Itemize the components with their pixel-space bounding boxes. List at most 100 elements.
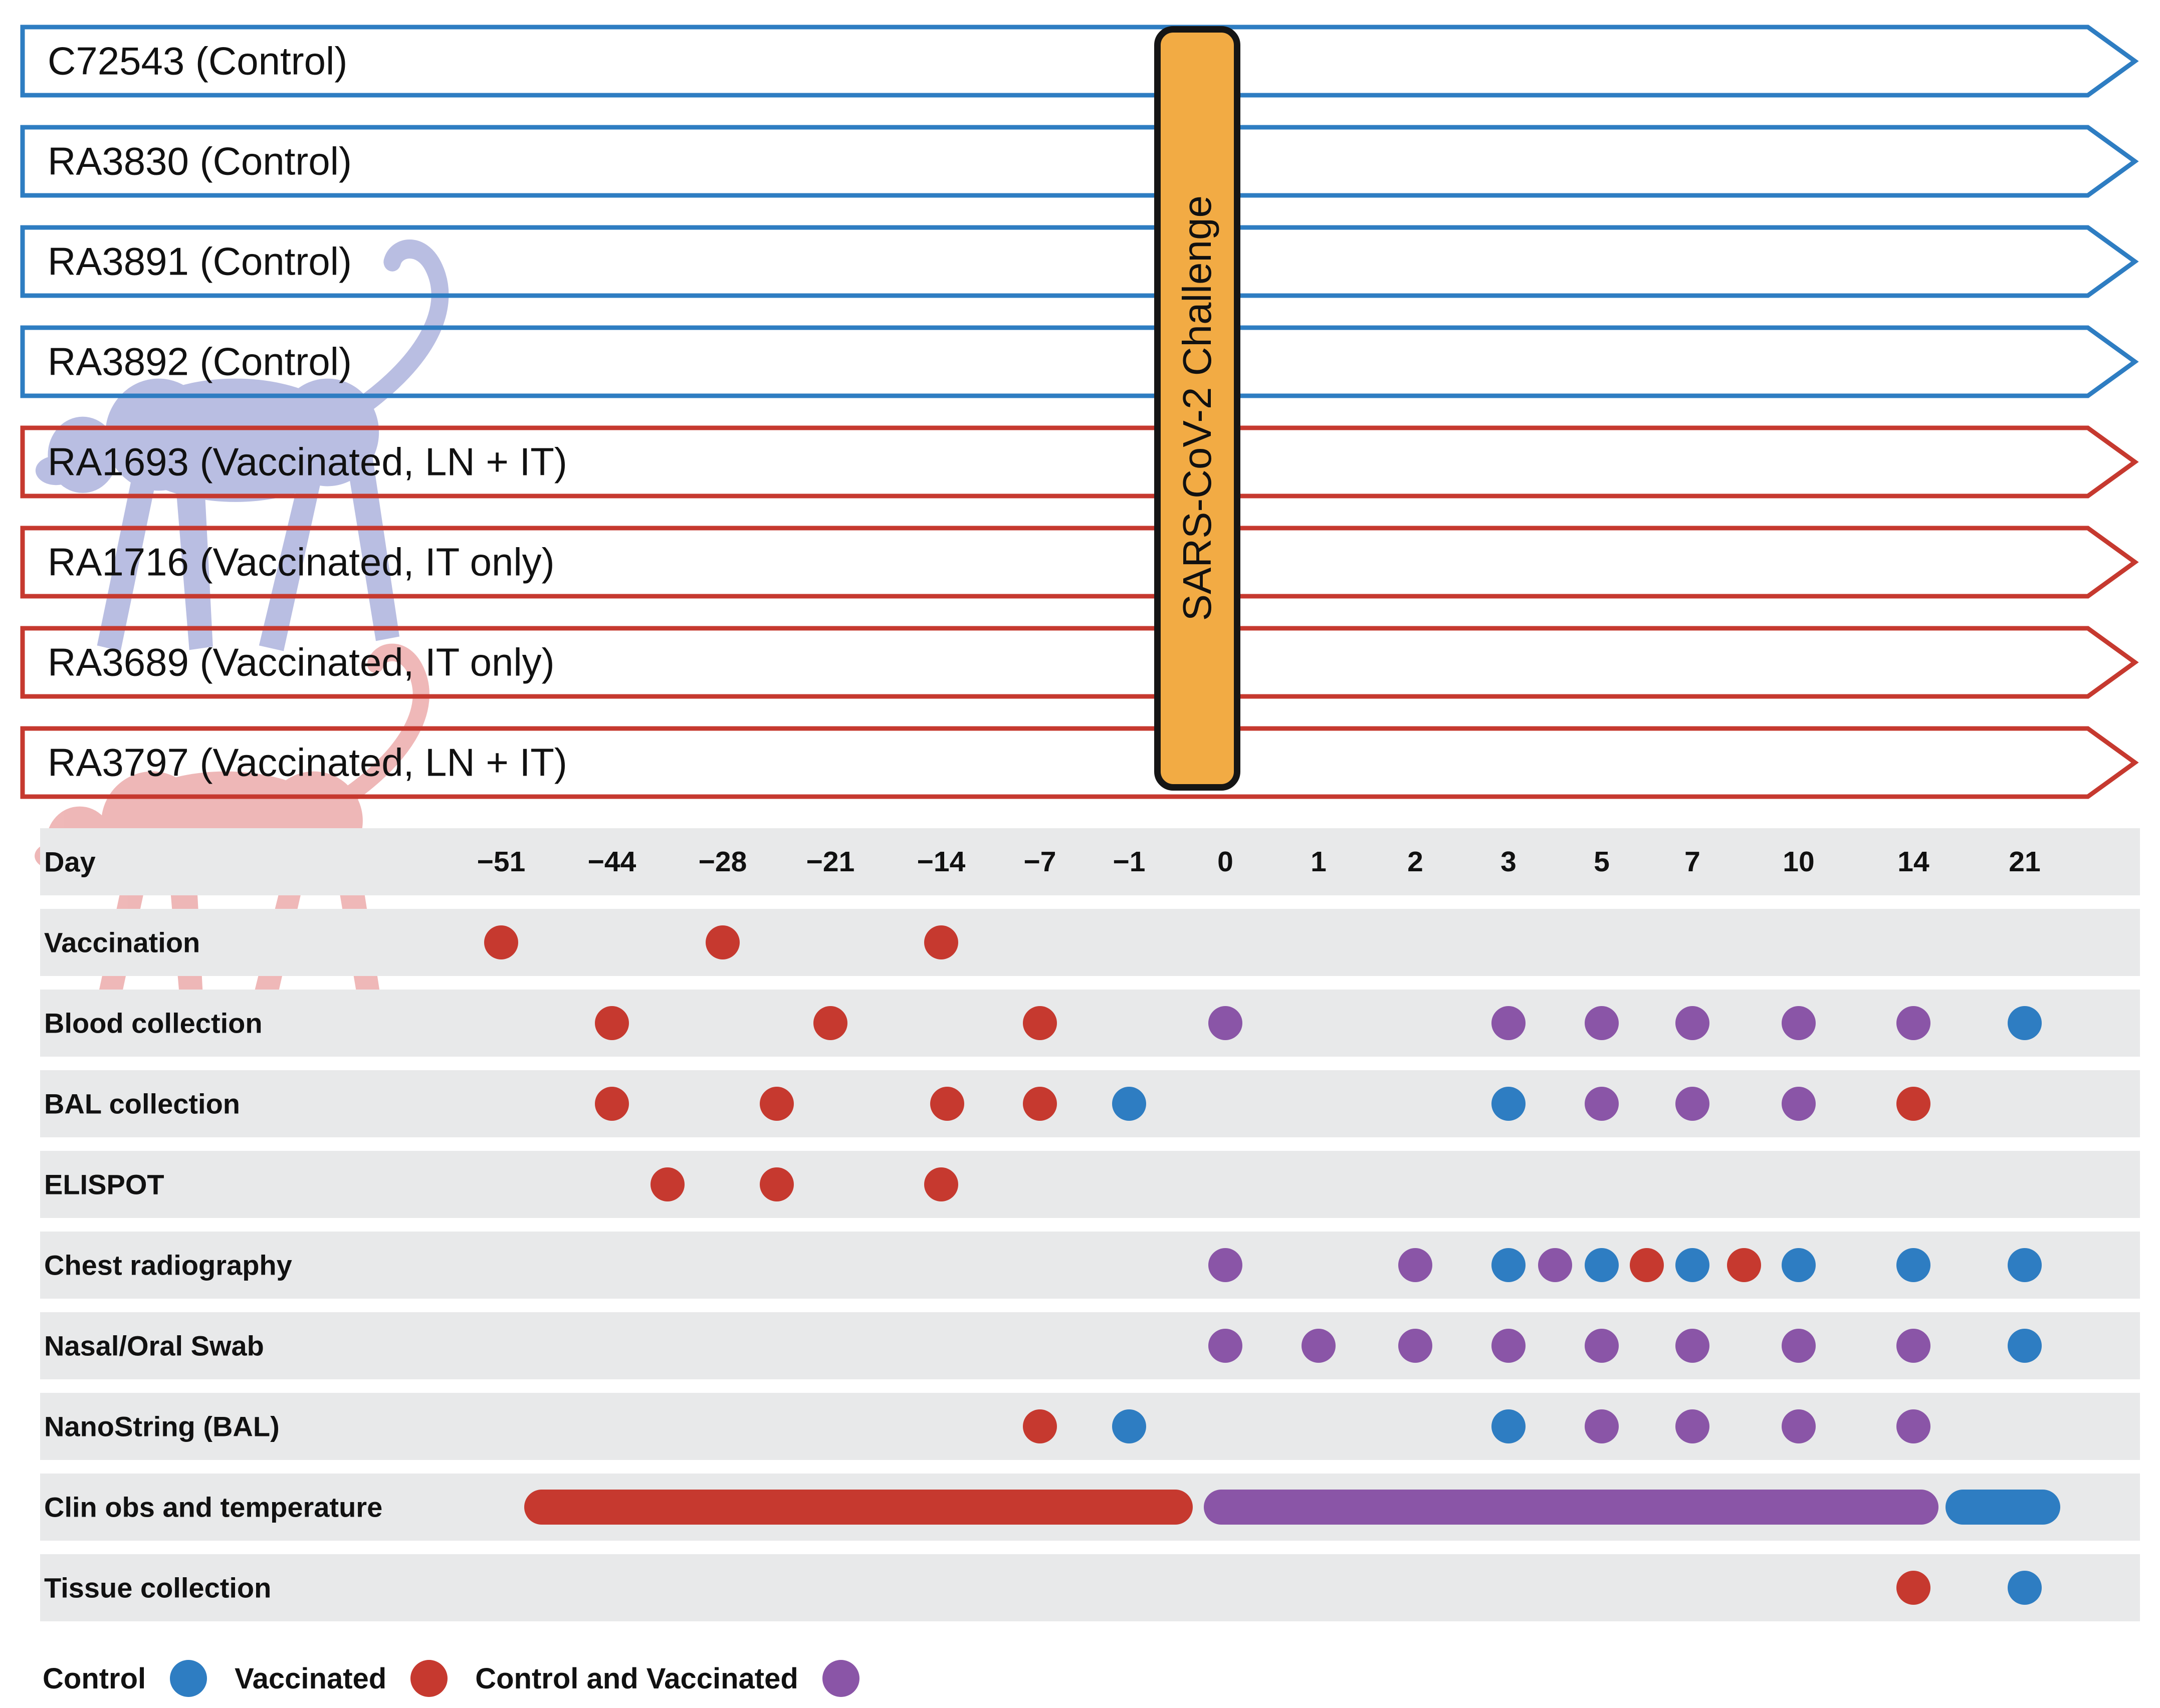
event-dot — [1675, 1329, 1709, 1363]
event-dot — [595, 1087, 629, 1121]
event-dot — [1398, 1248, 1432, 1282]
subject-arrow-list: C72543 (Control) RA3830 (Control) RA3891… — [20, 25, 2140, 799]
day-tick-label: −14 — [917, 846, 966, 878]
event-dot — [1585, 1329, 1619, 1363]
day-tick-label: 3 — [1500, 846, 1517, 878]
subject-id-label: RA1716 (Vaccinated, IT only) — [48, 540, 555, 584]
event-dot — [1208, 1248, 1242, 1282]
event-dot — [1896, 1571, 1930, 1605]
row-bal-collection: BAL collection — [40, 1070, 2140, 1137]
day-tick-label: 2 — [1407, 846, 1423, 878]
day-tick-label: 21 — [2009, 846, 2041, 878]
event-dot — [1491, 1087, 1526, 1121]
event-dot — [2008, 1329, 2042, 1363]
row-label: BAL collection — [44, 1088, 241, 1120]
legend-item: Control and Vaccinated — [475, 1660, 859, 1697]
event-dot — [1585, 1409, 1619, 1443]
event-dot — [1782, 1329, 1816, 1363]
arrow-shape — [20, 125, 2139, 198]
event-dot — [1896, 1006, 1930, 1040]
row-vaccination: Vaccination — [40, 909, 2140, 976]
day-tick-label: −21 — [806, 846, 855, 878]
event-dot — [1112, 1087, 1146, 1121]
continuous-monitoring-bar — [524, 1490, 1193, 1525]
event-dot — [1896, 1248, 1930, 1282]
event-dot — [1302, 1329, 1336, 1363]
arrow-shape — [20, 726, 2139, 799]
subject-id-label: RA3830 (Control) — [48, 139, 352, 183]
event-dot — [1782, 1006, 1816, 1040]
day-tick-label: 10 — [1783, 846, 1815, 878]
subject-id-label: RA3891 (Control) — [48, 239, 352, 284]
row-label: Vaccination — [44, 926, 200, 958]
event-dot — [484, 925, 518, 959]
event-dot — [1782, 1248, 1816, 1282]
subject-timeline-arrow: RA3892 (Control) — [20, 325, 2140, 398]
row-chest-radiography: Chest radiography — [40, 1232, 2140, 1299]
row-nanostring-bal: NanoString (BAL) — [40, 1393, 2140, 1460]
subject-timeline-arrow: RA1716 (Vaccinated, IT only) — [20, 526, 2140, 599]
arrow-shape — [20, 225, 2139, 298]
day-tick-label: 1 — [1311, 846, 1327, 878]
event-dot — [1782, 1087, 1816, 1121]
row-clin-obs-temperature: Clin obs and temperature — [40, 1474, 2140, 1541]
event-dot — [1727, 1248, 1761, 1282]
event-dot — [651, 1167, 685, 1201]
row-label: Clin obs and temperature — [44, 1491, 383, 1523]
arrow-shape — [20, 526, 2139, 599]
day-tick-label: 7 — [1684, 846, 1700, 878]
legend-label: Vaccinated — [235, 1662, 387, 1695]
event-dot — [1675, 1409, 1709, 1443]
row-label: Blood collection — [44, 1007, 263, 1039]
row-elispot: ELISPOT — [40, 1151, 2140, 1218]
event-dot — [1675, 1248, 1709, 1282]
event-dot — [1630, 1248, 1664, 1282]
subject-id-label: C72543 (Control) — [48, 39, 348, 83]
event-dot — [595, 1006, 629, 1040]
legend-label: Control and Vaccinated — [475, 1662, 798, 1695]
event-dot — [1208, 1006, 1242, 1040]
day-tick-label: −7 — [1023, 846, 1056, 878]
day-tick-label: −44 — [587, 846, 636, 878]
day-tick-label: −51 — [477, 846, 526, 878]
legend-dot — [822, 1660, 859, 1697]
row-label: ELISPOT — [44, 1168, 164, 1200]
event-dot — [1023, 1006, 1057, 1040]
event-dot — [1208, 1329, 1242, 1363]
event-dot — [760, 1167, 794, 1201]
event-dot — [1896, 1409, 1930, 1443]
event-dot — [1585, 1248, 1619, 1282]
event-dot — [1491, 1006, 1526, 1040]
arrow-shape — [20, 325, 2139, 398]
arrow-shape — [20, 626, 2139, 699]
event-dot — [1491, 1329, 1526, 1363]
sars-cov-2-challenge-bar: SARS-CoV-2 Challenge — [1154, 26, 1240, 791]
row-label: Tissue collection — [44, 1572, 272, 1604]
group-color-legend: Control Vaccinated Control and Vaccinate… — [43, 1653, 859, 1703]
legend-item: Control — [43, 1660, 207, 1697]
event-dot — [1112, 1409, 1146, 1443]
event-dot — [1491, 1409, 1526, 1443]
event-dot — [2008, 1006, 2042, 1040]
row-tissue-collection: Tissue collection — [40, 1554, 2140, 1621]
day-tick-label: 14 — [1897, 846, 1929, 878]
subject-timeline-arrow: RA3797 (Vaccinated, LN + IT) — [20, 726, 2140, 799]
day-tick-label: 5 — [1594, 846, 1610, 878]
event-dot — [924, 1167, 958, 1201]
legend-dot — [410, 1660, 448, 1697]
event-dot — [1023, 1409, 1057, 1443]
row-blood-collection: Blood collection — [40, 990, 2140, 1057]
event-dot — [813, 1006, 847, 1040]
event-dot — [2008, 1571, 2042, 1605]
challenge-label: SARS-CoV-2 Challenge — [1175, 195, 1219, 621]
subject-id-label: RA1693 (Vaccinated, LN + IT) — [48, 439, 567, 484]
event-dot — [760, 1087, 794, 1121]
event-dot — [2008, 1248, 2042, 1282]
subject-timeline-arrow: RA1693 (Vaccinated, LN + IT) — [20, 425, 2140, 499]
arrow-shape — [20, 425, 2139, 499]
event-dot — [1538, 1248, 1572, 1282]
legend-item: Vaccinated — [235, 1660, 448, 1697]
event-dot — [1491, 1248, 1526, 1282]
event-dot — [1675, 1006, 1709, 1040]
